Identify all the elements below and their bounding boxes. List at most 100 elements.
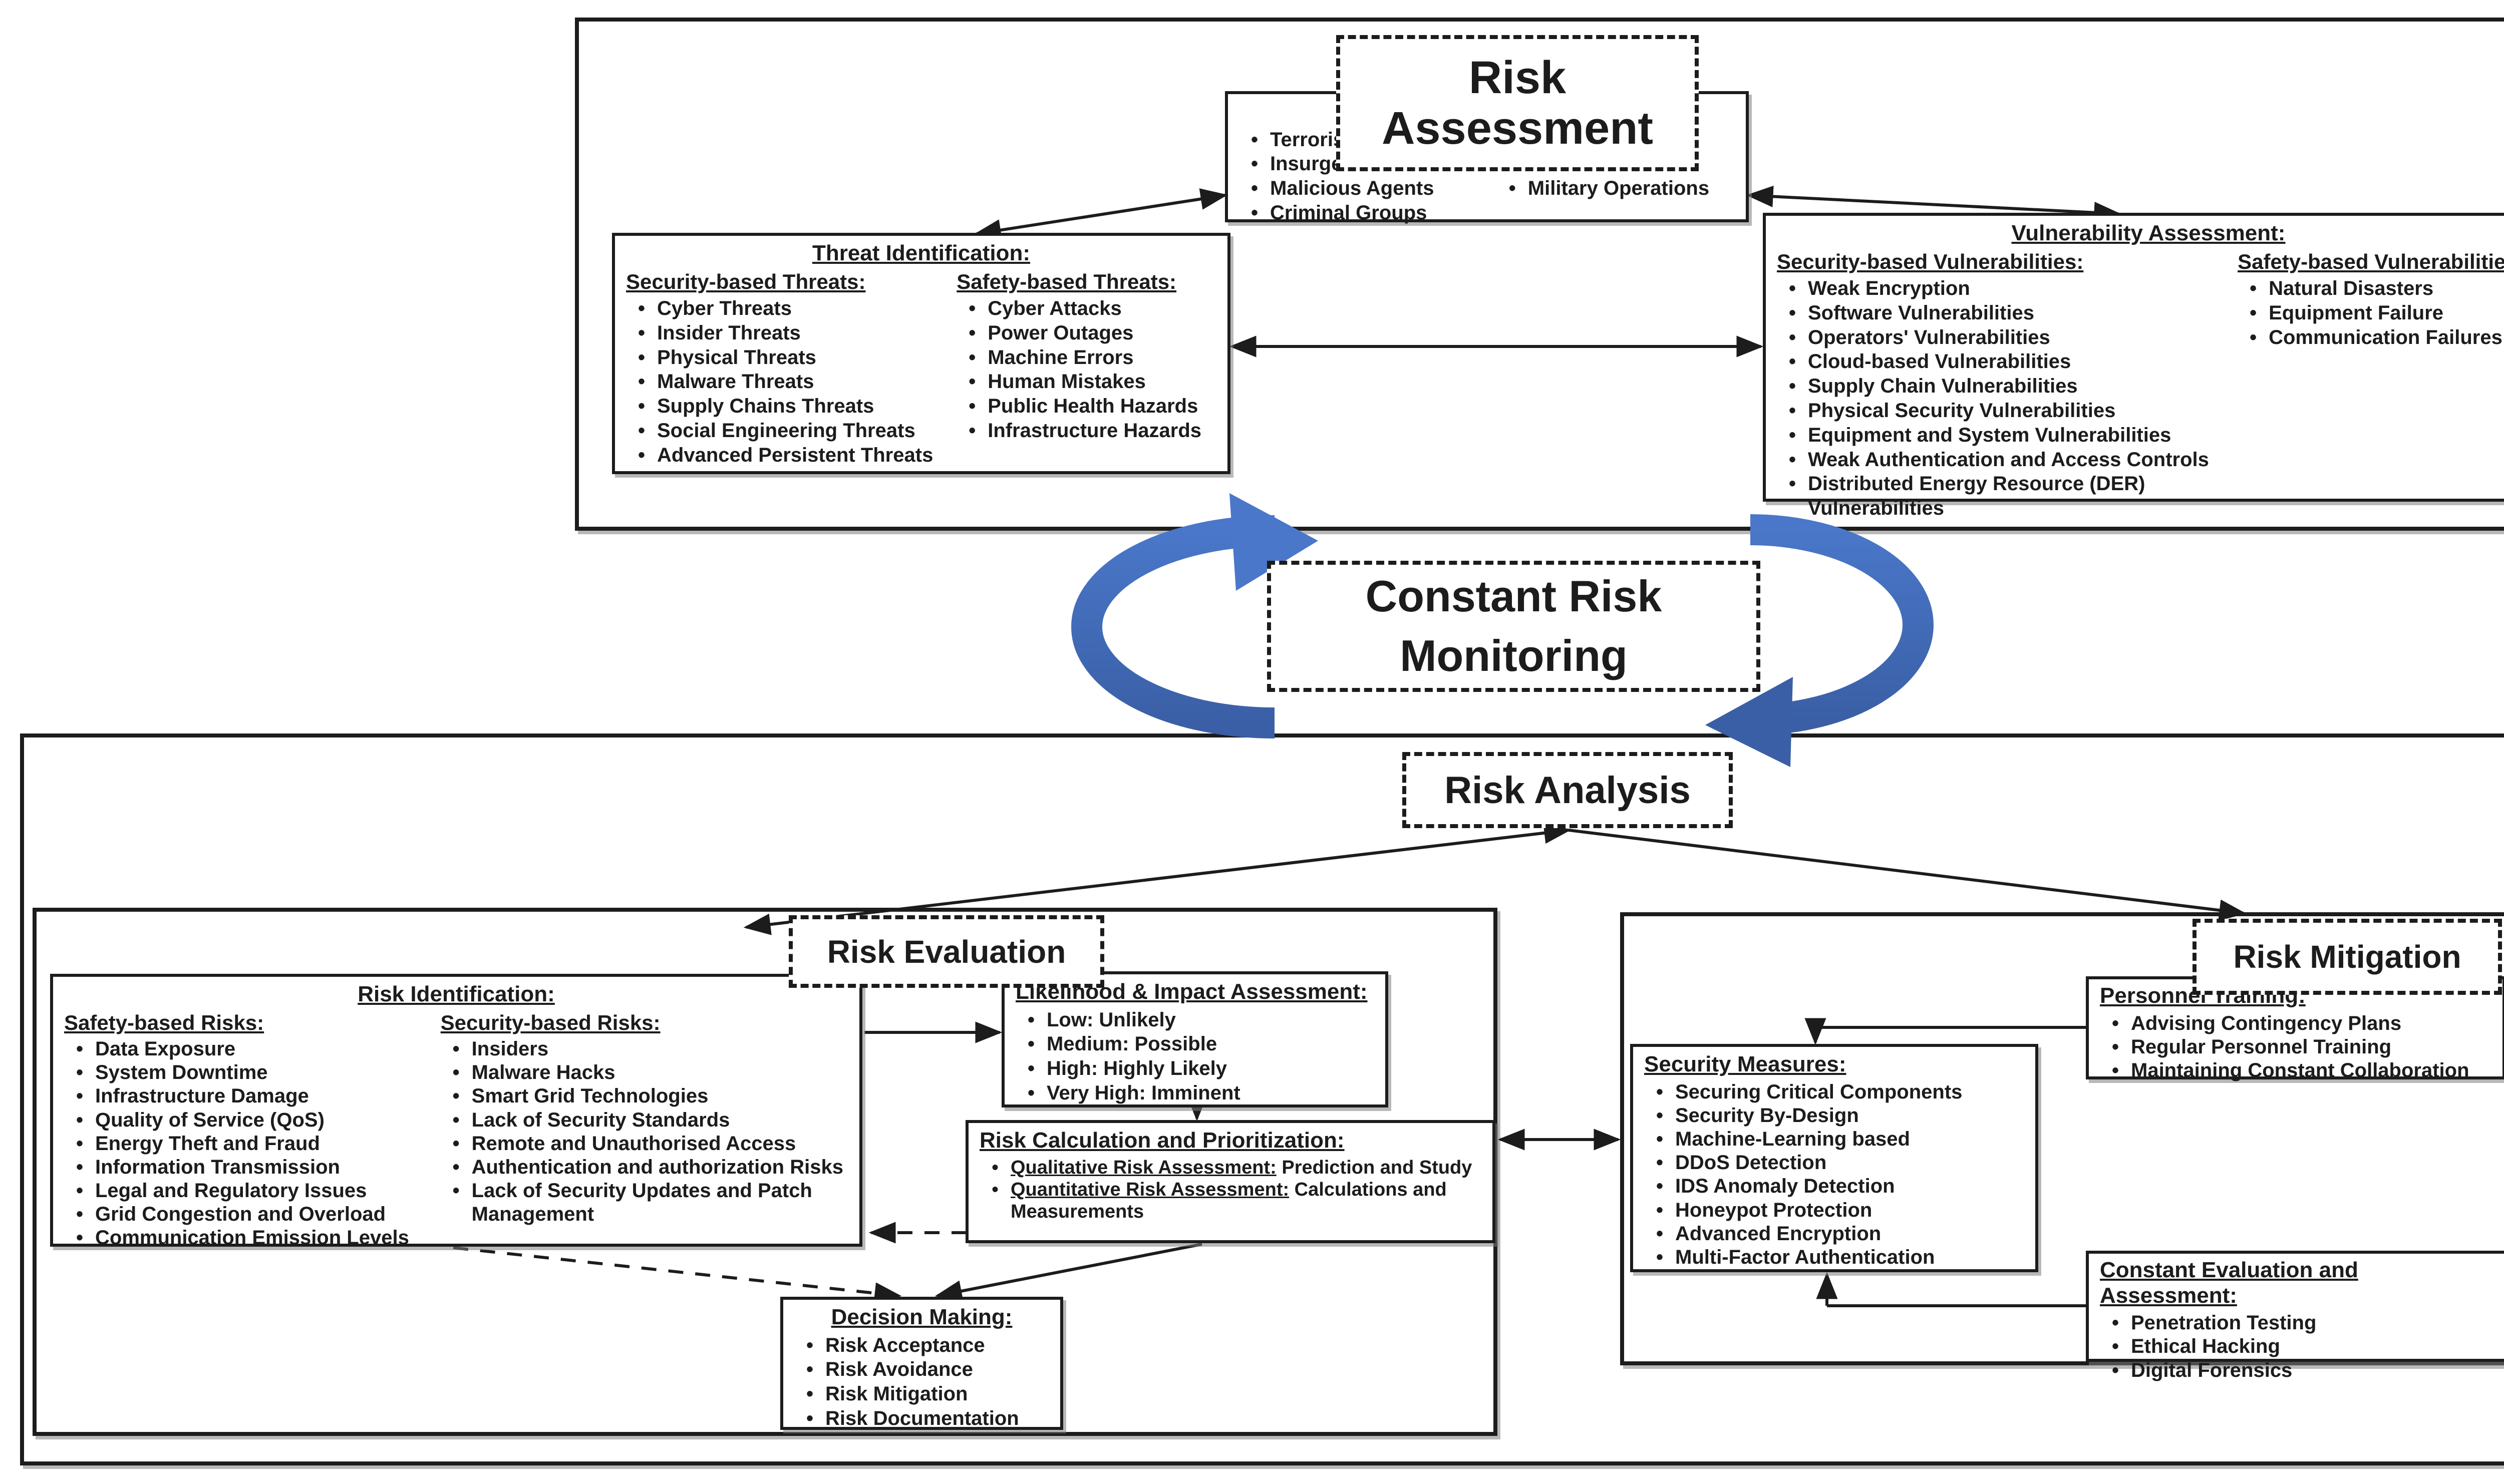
bullet-icon: • xyxy=(1788,424,1796,446)
list-item-text: System Downtime xyxy=(95,1061,268,1084)
list-item-text: Remote and Unauthorised Access xyxy=(471,1132,796,1155)
safety-vulnerabilities-subhead: Safety-based Vulnerabilities: xyxy=(2238,249,2504,273)
security-risks-subhead: Security-based Risks: xyxy=(440,1010,661,1034)
bullet-icon: • xyxy=(76,1227,83,1249)
list-item: •Advanced Encryption xyxy=(1644,1222,2024,1246)
bullet-icon: • xyxy=(806,1383,813,1405)
list-item: •High: Highly Likely xyxy=(1016,1056,1374,1081)
list-item: •Data Exposure xyxy=(64,1037,441,1061)
list-item-text: Equipment and System Vulnerabilities xyxy=(1808,424,2171,446)
list-item: •Physical Security Vulnerabilities xyxy=(1777,399,2238,423)
list-item-text: Infrastructure Damage xyxy=(95,1085,309,1107)
risk-calculation-title: Risk Calculation and Prioritization: xyxy=(980,1128,1345,1153)
list-item: •Cyber Threats xyxy=(626,296,957,321)
bullet-icon: • xyxy=(1788,399,1796,422)
safety-vulnerabilities-list: •Natural Disasters•Equipment Failure•Com… xyxy=(2238,276,2504,349)
threat-identification-box: Threat Identification: Security-based Th… xyxy=(612,233,1230,474)
list-item-text: Digital Forensics xyxy=(2131,1359,2293,1381)
likelihood-list: •Low: Unlikely•Medium: Possible•High: Hi… xyxy=(1016,1008,1374,1105)
bullet-icon: • xyxy=(1656,1080,1663,1103)
list-item-text: Risk Documentation xyxy=(825,1407,1019,1429)
list-item-text: IDS Anomaly Detection xyxy=(1675,1175,1895,1198)
list-item: •Infrastructure Hazards xyxy=(957,419,1216,443)
list-item: •Quantitative Risk Assessment: Calculati… xyxy=(980,1179,1481,1223)
list-item-text: Grid Congestion and Overload xyxy=(95,1203,386,1226)
risk-mitigation-title: Risk Mitigation xyxy=(2233,939,2461,975)
bullet-icon: • xyxy=(2250,301,2257,324)
risk-assessment-title-box: Risk Assessment xyxy=(1336,35,1699,171)
connector-threat-asset xyxy=(974,188,1228,241)
list-item: •Very High: Imminent xyxy=(1016,1081,1374,1105)
bullet-icon: • xyxy=(638,321,645,344)
list-item: •System Downtime xyxy=(64,1061,441,1084)
list-item-text: Ethical Hacking xyxy=(2131,1335,2280,1358)
asset-list-left: •Terrorists•Insurgents•Malicious Agents•… xyxy=(1239,128,1497,225)
list-item-text: Smart Grid Technologies xyxy=(471,1085,709,1107)
security-risks-list: •Insiders•Malware Hacks•Smart Grid Techn… xyxy=(441,1037,848,1227)
decision-making-box: Decision Making: •Risk Acceptance•Risk A… xyxy=(780,1297,1063,1430)
list-item: •Smart Grid Technologies xyxy=(441,1084,848,1108)
list-item: •Quality of Service (QoS) xyxy=(64,1108,441,1132)
list-item: •Power Outages xyxy=(957,321,1216,345)
decision-making-list: •Risk Acceptance•Risk Avoidance•Risk Mit… xyxy=(794,1333,1049,1431)
list-item-text: Military Operations xyxy=(1527,177,1710,200)
bullet-icon: • xyxy=(1656,1222,1663,1245)
list-item: •IDS Anomaly Detection xyxy=(1644,1175,2024,1198)
security-threats-subhead: Security-based Threats: xyxy=(626,269,866,293)
bullet-icon: • xyxy=(969,370,976,393)
list-item-text: Regular Personnel Training xyxy=(2131,1035,2392,1058)
bullet-icon: • xyxy=(1250,128,1258,151)
bullet-icon: • xyxy=(2111,1312,2119,1334)
list-item-text: Cloud-based Vulnerabilities xyxy=(1808,350,2071,373)
bullet-icon: • xyxy=(76,1203,83,1226)
bullet-icon: • xyxy=(1656,1199,1663,1221)
safety-risks-subhead: Safety-based Risks: xyxy=(64,1010,264,1034)
list-item: • Weak Authentication and Access Controls xyxy=(1777,448,2238,472)
bullet-icon: • xyxy=(1250,153,1258,175)
bullet-icon: • xyxy=(76,1156,83,1178)
bullet-icon: • xyxy=(1788,326,1796,348)
risk-analysis-title: Risk Analysis xyxy=(1444,769,1691,812)
list-item-text: Communication Failures xyxy=(2269,326,2502,348)
list-item: •Military Operations xyxy=(1497,176,1735,201)
bullet-icon: • xyxy=(1788,448,1796,471)
list-item: •Maintaining Constant Collaboration xyxy=(2100,1059,2491,1082)
bullet-icon: • xyxy=(1250,177,1258,200)
constant-risk-monitoring-box: Constant Risk Monitoring xyxy=(1267,561,1760,692)
list-item-text: Machine Errors xyxy=(988,346,1134,368)
bullet-icon: • xyxy=(452,1156,460,1178)
list-item: •Qualitative Risk Assessment: Prediction… xyxy=(980,1157,1481,1179)
risk-mitigation-title-box: Risk Mitigation xyxy=(2193,919,2502,995)
list-item: •Social Engineering Threats xyxy=(626,419,957,443)
list-item: •Ethical Hacking xyxy=(2100,1335,2496,1358)
list-item: •Medium: Possible xyxy=(1016,1032,1374,1056)
bullet-icon: • xyxy=(76,1108,83,1131)
list-item-text: Natural Disasters xyxy=(2269,277,2434,299)
risk-calculation-box: Risk Calculation and Prioritization: •Qu… xyxy=(966,1120,1495,1243)
connector-identification-decision-dashed xyxy=(453,1246,902,1304)
list-item: •DDoS Detection xyxy=(1644,1151,2024,1175)
list-item: •Operators' Vulnerabilities xyxy=(1777,325,2238,350)
bullet-icon: • xyxy=(638,346,645,368)
list-item: •Lack of Security Updates and Patch Mana… xyxy=(441,1179,848,1226)
list-item-text: Securing Critical Components xyxy=(1675,1080,1963,1103)
connector-analysis-mitigation xyxy=(1568,829,2247,921)
bullet-icon: • xyxy=(638,370,645,393)
bullet-icon: • xyxy=(1788,473,1796,495)
security-threats-list: •Cyber Threats•Insider Threats•Physical … xyxy=(626,296,957,468)
list-item-text: Insiders xyxy=(471,1037,549,1060)
connector-asset-vulnerability xyxy=(1746,185,2121,224)
bullet-icon: • xyxy=(806,1407,813,1429)
list-item-text: Equipment Failure xyxy=(2269,301,2444,324)
list-item: • Grid Congestion and Overload xyxy=(64,1203,441,1226)
bullet-icon: • xyxy=(638,395,645,418)
list-item-text: Social Engineering Threats xyxy=(657,419,915,442)
list-item-text: Security By-Design xyxy=(1675,1104,1859,1127)
bullet-icon: • xyxy=(969,395,976,418)
bullet-icon: • xyxy=(638,444,645,466)
bullet-icon: • xyxy=(969,419,976,442)
bullet-icon: • xyxy=(2111,1059,2119,1081)
bullet-icon: • xyxy=(452,1108,460,1131)
list-item-text: Weak Authentication and Access Controls xyxy=(1808,448,2209,471)
